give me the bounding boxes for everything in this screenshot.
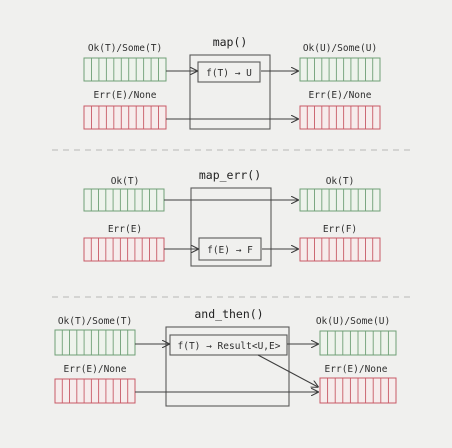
output-err-bar — [299, 237, 381, 262]
input-err-label: Err(E)/None — [64, 364, 127, 375]
input-err-bar — [83, 237, 165, 262]
section-map-err: map_err() f(E) → F Ok(T) Err(E) Ok(T) Er… — [83, 168, 381, 267]
input-err-label: Err(E) — [108, 224, 142, 235]
function-inner-box — [169, 334, 288, 356]
err-bar-frame — [54, 378, 136, 404]
ok-bar-frame — [83, 188, 165, 212]
input-ok-bar — [83, 188, 165, 212]
output-err-bar — [319, 377, 397, 404]
output-ok-bar — [299, 188, 381, 212]
function-inner-box — [198, 237, 262, 261]
section-map: map() f(T) → U Ok(T)/Some(T) Err(E)/None… — [83, 35, 381, 130]
input-ok-bar — [54, 329, 136, 356]
output-ok-label: Ok(U)/Some(U) — [316, 316, 390, 327]
err-bar-frame — [299, 105, 381, 130]
input-ok-label: Ok(T)/Some(T) — [88, 43, 162, 54]
function-box — [190, 187, 272, 267]
output-ok-label: Ok(T) — [326, 176, 355, 187]
section-title: map() — [213, 35, 248, 49]
function-label: f(E) → F — [207, 245, 253, 256]
arrow — [257, 354, 318, 387]
section-and-then: and_then() f(T) → Result<U,E> Ok(T)/Some… — [54, 307, 397, 407]
function-box — [189, 54, 271, 130]
output-err-label: Err(E)/None — [309, 90, 372, 101]
input-ok-label: Ok(T) — [111, 176, 140, 187]
err-bar-frame — [83, 237, 165, 262]
output-err-label: Err(F) — [323, 224, 357, 235]
output-ok-bar — [319, 330, 397, 356]
input-err-bar — [54, 378, 136, 404]
output-ok-label: Ok(U)/Some(U) — [303, 43, 377, 54]
function-label: f(T) → U — [206, 68, 252, 79]
function-label: f(T) → Result<U,E> — [178, 341, 281, 352]
ok-bar-frame — [83, 57, 167, 82]
section-title: and_then() — [194, 307, 263, 321]
function-inner-box — [197, 61, 261, 83]
ok-bar-frame — [54, 329, 136, 356]
section-title: map_err() — [199, 168, 261, 182]
input-ok-bar — [83, 57, 167, 82]
input-err-label: Err(E)/None — [94, 90, 157, 101]
function-box — [165, 326, 290, 407]
ok-bar-frame — [299, 188, 381, 212]
err-bar-frame — [299, 237, 381, 262]
output-ok-bar — [299, 57, 381, 82]
output-err-label: Err(E)/None — [325, 364, 388, 375]
err-bar-frame — [83, 105, 167, 130]
input-ok-label: Ok(T)/Some(T) — [58, 316, 132, 327]
output-err-bar — [299, 105, 381, 130]
ok-bar-frame — [299, 57, 381, 82]
input-err-bar — [83, 105, 167, 130]
